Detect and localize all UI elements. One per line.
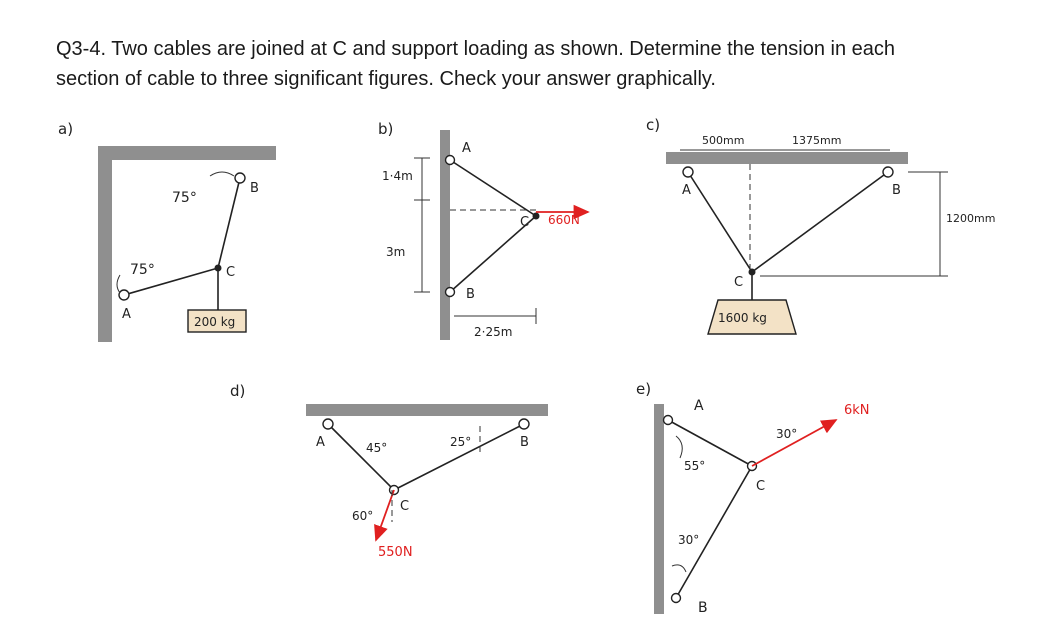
- part-a-cable-bc: [217, 177, 241, 269]
- part-e-wall: [654, 404, 664, 614]
- part-a-angle-top: 75°: [172, 190, 197, 206]
- part-c: c) 1600 kg A B C 500mm 1375mm 1200mm: [646, 116, 995, 335]
- part-d-angle-b: 25°: [450, 435, 471, 449]
- part-e-angle-arc-top: [675, 435, 683, 459]
- part-a-angle-arc-left: [116, 274, 121, 294]
- part-e-label-b: B: [698, 600, 708, 616]
- part-b-label-a: A: [462, 141, 471, 156]
- part-d-force-arrow: [374, 489, 395, 542]
- part-a-load-label: 200 kg: [194, 315, 235, 329]
- part-a-label-a: A: [122, 307, 131, 322]
- part-a: a) 200 kg A B C 75° 75°: [58, 120, 276, 342]
- part-e-label-a: A: [694, 398, 704, 414]
- part-c-cable-bc: [751, 171, 889, 273]
- part-e-angle-arc-bottom: [671, 564, 687, 573]
- part-e-force-arrow: [751, 419, 838, 467]
- part-a-pin-a: [118, 289, 130, 301]
- part-d-force-label: 550N: [378, 545, 413, 560]
- part-b-label-c: C: [520, 215, 529, 230]
- part-b-dim-side: 3m: [386, 245, 405, 259]
- part-d-angle-a: 45°: [366, 441, 387, 455]
- part-e-angle-force: 30°: [776, 427, 797, 441]
- part-a-angle-left: 75°: [130, 262, 155, 278]
- problem-statement: Q3-4. Two cables are joined at C and sup…: [56, 34, 1036, 94]
- part-b-pin-a: [444, 154, 456, 166]
- part-c-knot-c: [748, 268, 756, 276]
- part-e-pin-b: [670, 592, 682, 604]
- part-b: b) 660N A B C 1·4m 3m 2·25m: [378, 120, 590, 340]
- part-d-ceiling: [306, 404, 548, 416]
- part-b-tag: b): [378, 120, 393, 138]
- part-d-label-c: C: [400, 499, 409, 514]
- part-c-ceiling: [666, 152, 908, 164]
- part-d-cable-ac: [327, 423, 395, 491]
- part-d-label-b: B: [520, 435, 529, 450]
- part-b-pin-b: [444, 286, 456, 298]
- part-c-dim-2: 1375mm: [792, 134, 841, 147]
- part-d-cable-bc: [393, 423, 525, 491]
- part-a-cable-ac: [123, 267, 219, 296]
- part-b-dim-top: 1·4m: [382, 169, 413, 183]
- part-d: d) 550N A B C 45° 25° 60°: [230, 382, 548, 560]
- part-c-dim-1: 500mm: [702, 134, 744, 147]
- part-e-tag: e): [636, 380, 651, 398]
- part-c-label-c: C: [734, 275, 743, 290]
- part-e-force-label: 6kN: [844, 403, 870, 418]
- part-d-tag: d): [230, 382, 245, 400]
- part-c-load-label: 1600 kg: [718, 311, 767, 325]
- part-e-cable-bc: [675, 465, 753, 599]
- part-e-angle-bottom: 30°: [678, 533, 699, 547]
- part-c-pin-a: [682, 166, 694, 178]
- part-b-label-b: B: [466, 287, 475, 302]
- part-b-cable-bc: [449, 215, 537, 293]
- part-e: e) 6kN A B C 55° 30° 30°: [636, 380, 870, 616]
- problem-line-1: Q3-4. Two cables are joined at C and sup…: [56, 38, 896, 60]
- part-a-knot-c: [214, 264, 222, 272]
- part-a-pin-b: [234, 172, 246, 184]
- part-c-label-b: B: [892, 183, 901, 198]
- part-a-tag: a): [58, 120, 73, 138]
- part-e-label-c: C: [756, 479, 765, 494]
- part-c-tag: c): [646, 116, 660, 134]
- part-b-wall: [440, 130, 450, 340]
- part-e-angle-top: 55°: [684, 459, 705, 473]
- part-d-label-a: A: [316, 435, 325, 450]
- part-d-angle-c: 60°: [352, 509, 373, 523]
- part-b-knot-c: [532, 212, 540, 220]
- part-a-load-box: [187, 309, 247, 333]
- part-b-force-label: 660N: [548, 213, 580, 227]
- part-c-load-box: [707, 299, 797, 335]
- part-d-pin-b: [518, 418, 530, 430]
- part-e-pin-a: [662, 414, 674, 426]
- part-c-pin-b: [882, 166, 894, 178]
- part-c-label-a: A: [682, 183, 691, 198]
- part-a-left-wall: [98, 146, 112, 342]
- part-a-label-c: C: [226, 265, 235, 280]
- problem-line-2: section of cable to three significant fi…: [56, 68, 716, 90]
- part-a-label-b: B: [250, 181, 259, 196]
- part-a-ceiling: [98, 146, 276, 160]
- part-d-pin-a: [322, 418, 334, 430]
- part-b-dim-bottom: 2·25m: [474, 325, 512, 339]
- part-b-cable-ac: [449, 159, 537, 217]
- part-a-angle-arc-top: [209, 171, 235, 177]
- part-c-dim-3: 1200mm: [946, 212, 995, 225]
- part-c-cable-ac: [687, 171, 753, 273]
- part-e-cable-ac: [667, 419, 753, 467]
